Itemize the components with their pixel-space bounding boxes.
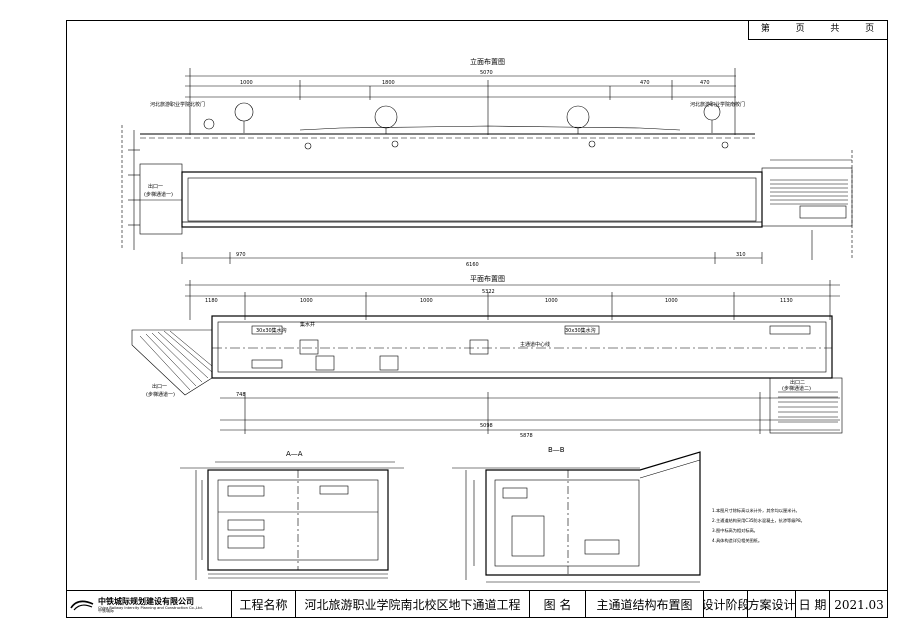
dim-elev-1: 1000 xyxy=(240,80,253,86)
project-name: 河北旅游职业学院南北校区地下通道工程 xyxy=(296,591,530,618)
page-unit: 页 xyxy=(795,24,807,34)
entrance-2-label: 出口二 xyxy=(790,379,805,386)
notes-block: 1.本图尺寸除标高以米计外，其余均以厘米计。 2.主通道结构采用C35防水混凝土… xyxy=(712,507,805,544)
page-total-suffix: 页 xyxy=(865,24,877,34)
date-value: 2021.03 xyxy=(834,597,884,612)
drawing-name: 主通道结构布置图 xyxy=(586,591,704,618)
drain-label-2: 30x30集水沟 xyxy=(565,327,596,334)
company-cell: 中铁城际规划建设有限公司 China Railway Intercity Pla… xyxy=(66,591,232,618)
dim-plan-bottom-total: 5878 xyxy=(520,433,533,439)
dim-plan-2: 1000 xyxy=(300,298,313,304)
stage-label: 设计阶段 xyxy=(704,591,748,618)
note-1: 1.本图尺寸除标高以米计外，其余均以厘米计。 xyxy=(712,507,800,514)
drawing-label: 图 名 xyxy=(530,591,586,618)
dim-elev-total: 5070 xyxy=(480,70,493,76)
section-a-view xyxy=(180,461,404,580)
drain-label: 30x30集水沟 xyxy=(256,327,287,334)
plan-entrance-1-sub: (步梯通道一) xyxy=(146,391,175,398)
company-logo-icon xyxy=(70,600,94,610)
dim-elev-3: 470 xyxy=(700,80,710,86)
sump-label: 集水井 xyxy=(300,321,315,328)
company-name-en: China Railway Intercity Planning and Con… xyxy=(98,606,203,611)
project-label: 工程名称 xyxy=(232,591,296,618)
dim-elev-bottom-2: 310 xyxy=(736,252,746,258)
stage-value: 方案设计 xyxy=(748,591,796,618)
entrance-1-sub: (步梯通道一) xyxy=(144,191,173,198)
note-2: 2.主通道结构采用C35防水混凝土，抗渗等级P8。 xyxy=(712,517,805,524)
south-gate-label: 河北旅游职业学院南校门 xyxy=(690,101,745,108)
plan-title: 平面布置图 xyxy=(470,274,505,283)
entrance-1-label: 出口一 xyxy=(148,183,163,190)
entrance-2-sub: (步梯通道二) xyxy=(782,385,811,392)
elevation-title: 立面布置图 xyxy=(470,57,505,66)
dim-plan-4: 1000 xyxy=(545,298,558,304)
dim-elev-2: 1800 xyxy=(382,80,395,86)
page-prefix: 第 xyxy=(760,24,772,34)
dim-plan-6: 1130 xyxy=(780,298,793,304)
dim-plan-1: 1180 xyxy=(205,298,218,304)
channel-center-label: 主通道中心线 xyxy=(520,341,550,348)
company-short-name: 中铁城际 xyxy=(98,608,114,613)
page-total: 共 xyxy=(830,24,842,34)
dim-plan-total: 5322 xyxy=(482,289,495,295)
elevation-view xyxy=(121,68,853,264)
dim-elev-4: 470 xyxy=(640,80,650,86)
dim-plan-3: 1000 xyxy=(420,298,433,304)
dim-elev-bottom-1: 970 xyxy=(236,252,246,258)
plan-view xyxy=(131,280,843,434)
dim-plan-bottom-2: 748 xyxy=(236,392,246,398)
plan-entrance-1-label: 出口一 xyxy=(152,383,167,390)
note-4: 4.具体构造详见相关图纸。 xyxy=(712,537,762,544)
page-number-box: 第 页 共 页 xyxy=(748,20,888,40)
section-b-title: B—B xyxy=(548,446,565,454)
north-gate-label: 河北旅游职业学院北校门 xyxy=(150,101,205,108)
note-3: 3.图中标高为相对标高。 xyxy=(712,527,758,534)
dim-plan-5: 1000 xyxy=(665,298,678,304)
date-label: 日 期 xyxy=(796,591,830,618)
dim-elev-bottom-total: 6160 xyxy=(466,262,479,268)
company-name-cn: 中铁城际规划建设有限公司 xyxy=(98,597,194,607)
title-block: 中铁城际规划建设有限公司 China Railway Intercity Pla… xyxy=(66,590,888,618)
section-b-view xyxy=(452,451,701,583)
dim-plan-bottom-1: 5098 xyxy=(480,423,493,429)
section-a-title: A—A xyxy=(286,450,303,458)
drawing-frame xyxy=(66,20,888,618)
